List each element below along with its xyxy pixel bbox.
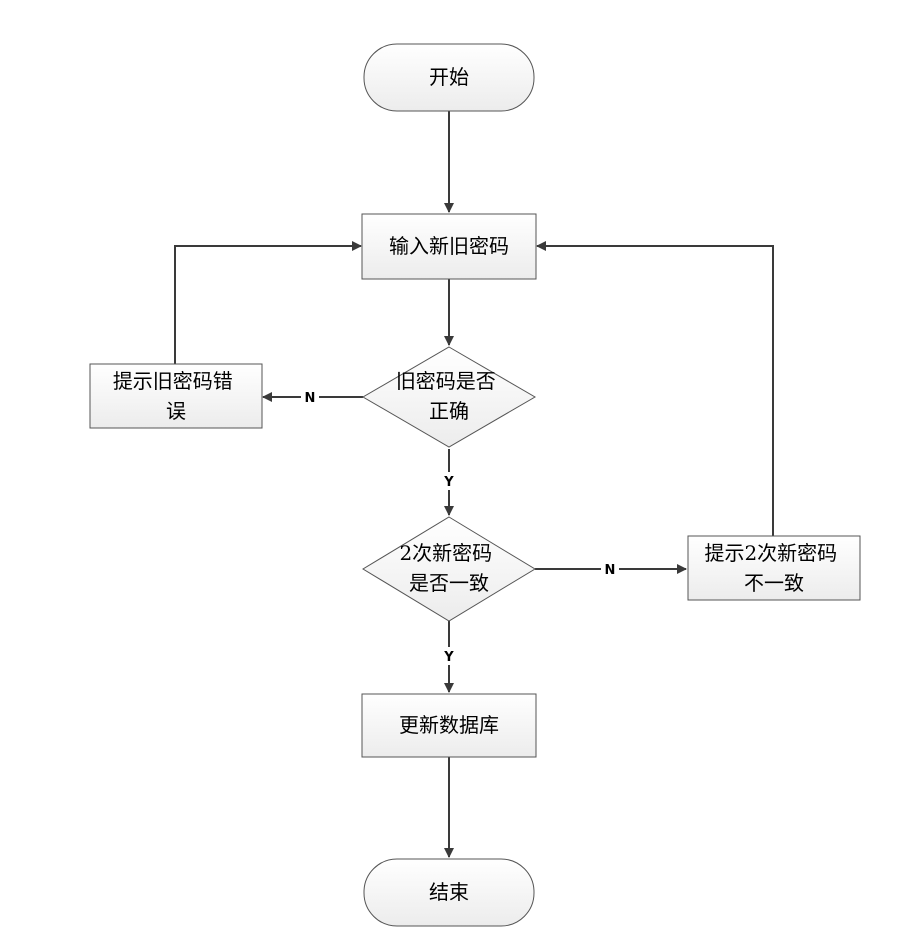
node-new-mismatch-line-1: 提示2次新密码 — [704, 541, 837, 565]
node-check-old-label: 旧密码是否 正确 — [396, 369, 502, 423]
node-new-mismatch-label: 提示2次新密码 不一致 — [704, 541, 843, 595]
node-check-old-line-1: 旧密码是否 — [396, 369, 496, 393]
edge-labels: N Y N Y — [301, 388, 619, 665]
node-update: 更新数据库 — [361, 693, 537, 758]
node-old-error-line-2: 误 — [166, 399, 186, 423]
node-new-mismatch-line-2: 不一致 — [744, 571, 804, 595]
node-new-mismatch: 提示2次新密码 不一致 — [687, 535, 861, 601]
node-end: 结束 — [363, 858, 535, 927]
label-check-old-no: N — [305, 391, 316, 406]
node-update-label: 更新数据库 — [399, 713, 499, 737]
node-check-new-label: 2次新密码 是否一致 — [399, 541, 498, 595]
label-check-old-yes: Y — [443, 475, 454, 490]
node-start-label: 开始 — [429, 65, 469, 89]
node-check-old-line-2: 正确 — [429, 399, 469, 423]
node-old-error: 提示旧密码错 误 — [89, 363, 263, 429]
node-old-error-line-1: 提示旧密码错 — [113, 369, 233, 393]
edge-new-mismatch-to-input — [536, 241, 774, 536]
label-check-new-no: N — [605, 563, 616, 578]
node-old-error-label: 提示旧密码错 误 — [113, 369, 239, 423]
label-check-new-yes: Y — [443, 650, 454, 665]
node-input: 输入新旧密码 — [361, 213, 537, 280]
node-check-new-line-1: 2次新密码 — [399, 541, 492, 565]
node-check-new-line-2: 是否一致 — [409, 571, 489, 595]
node-check-new: 2次新密码 是否一致 — [362, 516, 536, 622]
node-start: 开始 — [363, 43, 535, 112]
node-check-old: 旧密码是否 正确 — [362, 346, 536, 448]
node-end-label: 结束 — [429, 880, 469, 904]
node-input-label: 输入新旧密码 — [389, 234, 509, 258]
edge-old-error-to-input — [174, 241, 362, 364]
